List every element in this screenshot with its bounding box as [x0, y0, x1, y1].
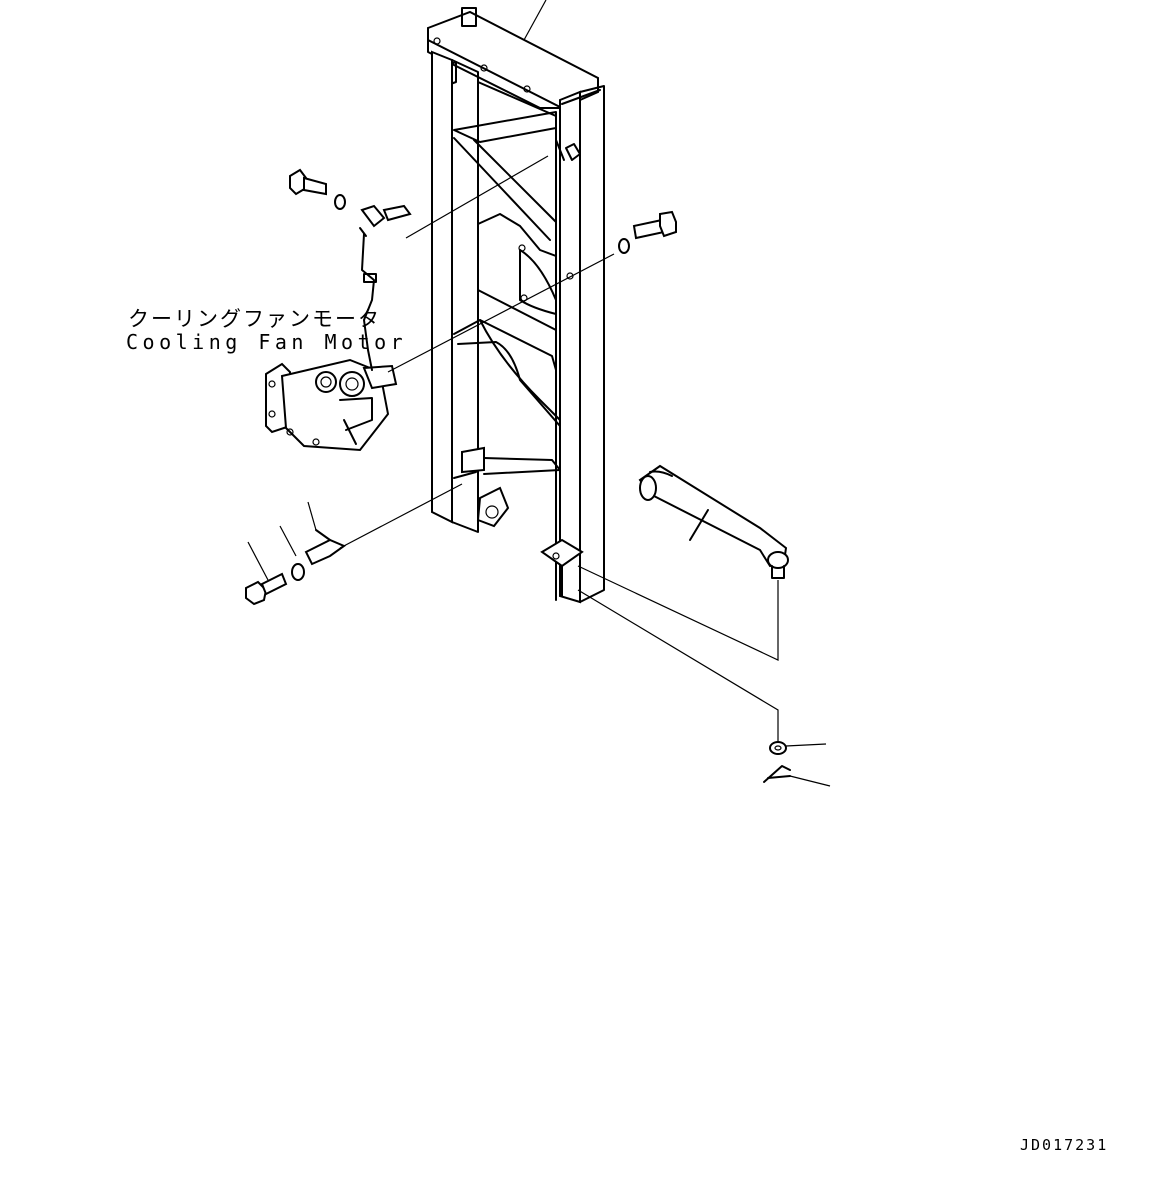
bolt-lower-left: [245, 529, 347, 606]
label-japanese: クーリングファンモータ: [128, 307, 381, 331]
frame-assembly: [427, 7, 605, 604]
washer-and-pin: [763, 741, 791, 783]
label-english: Cooling Fan Motor: [126, 330, 408, 354]
document-id: JD017231: [1020, 1136, 1109, 1154]
cooling-fan-motor: [265, 358, 398, 452]
leader-lines: [247, 0, 831, 787]
bolt-upper-left: [289, 168, 346, 210]
wire-harness: [359, 204, 412, 371]
hose-pipe: [638, 464, 789, 579]
bolt-upper-right: [618, 210, 677, 254]
